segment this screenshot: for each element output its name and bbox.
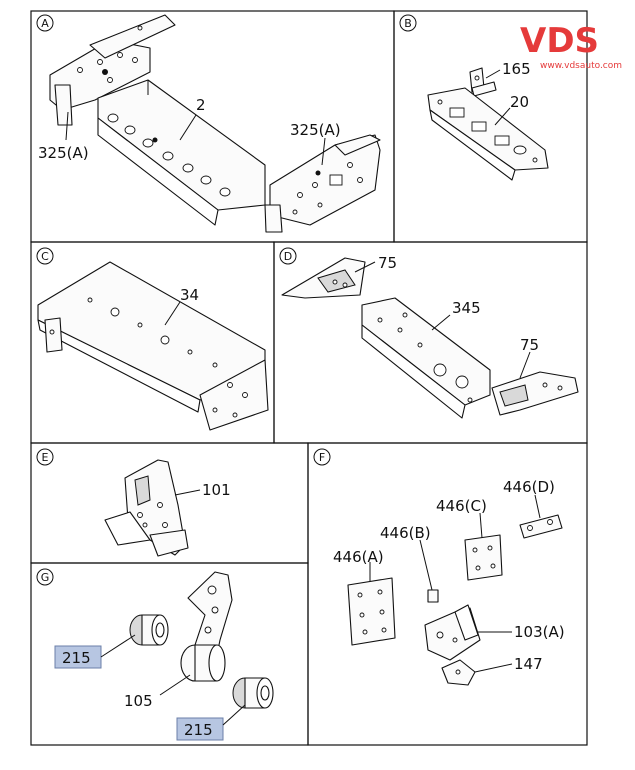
section-b: B 165 20 [399,14,549,181]
part-75-top-bracket[interactable] [281,257,366,299]
leader-75-bottom [519,351,531,379]
part-75-bottom-bracket[interactable] [491,371,579,416]
part-446d-plate[interactable] [519,514,563,539]
leader-215-bottom [222,704,246,726]
leader-147 [474,663,513,673]
highlight-box-215-bottom[interactable] [176,717,224,741]
section-f-letter: F [319,451,325,464]
vds-watermark-logo: VDS www.vdsauto.com [520,21,622,71]
section-b-marker [399,14,417,32]
leader-75-top [354,261,376,273]
part-34-cross-member[interactable] [37,261,269,431]
diagram-frames [30,10,588,746]
section-e: E 101 [36,448,231,557]
section-g: G 215 105 215 [36,568,274,741]
leader-446b [419,539,433,591]
section-a-marker [36,14,54,32]
leader-325a-left [65,111,69,141]
callout-325a-left: 325(A) [38,144,89,162]
callout-446a: 446(A) [333,548,384,566]
callout-20: 20 [510,93,529,111]
section-c-letter: C [41,250,49,263]
callout-101: 101 [202,481,231,499]
leader-345 [431,314,451,331]
section-d-marker [279,247,297,265]
callout-345: 345 [452,299,481,317]
part-105-arm-bracket[interactable] [187,571,233,669]
part-325a-right-bracket[interactable] [264,134,381,233]
section-g-letter: G [41,571,50,584]
leader-2 [179,114,197,141]
callout-325a-right: 325(A) [290,121,341,139]
callout-147: 147 [514,655,543,673]
callout-2: 2 [196,96,206,114]
callout-446c: 446(C) [436,497,487,515]
callout-103a: 103(A) [514,623,565,641]
callout-215-top: 215 [62,649,91,667]
section-a: A [36,14,381,233]
section-d: D 75 345 75 [279,247,579,419]
section-e-letter: E [42,451,49,464]
section-d-letter: D [284,250,292,263]
part-20-cross-member[interactable] [427,87,549,181]
part-103a-bracket[interactable] [424,604,481,661]
part-446a-plate[interactable] [347,577,396,646]
section-f-marker [313,448,331,466]
leader-446d [534,494,541,519]
part-345-cross-member[interactable] [361,297,491,419]
part-105-bushing-sleeve[interactable] [180,644,226,682]
leader-165 [485,69,501,79]
leader-325a-right [321,137,326,166]
section-c-marker [36,247,54,265]
callout-75-top: 75 [378,254,397,272]
leader-20 [494,107,511,126]
part-325a-left-bracket[interactable] [49,14,176,126]
part-165-bracket[interactable] [469,67,497,97]
part-147-bracket[interactable] [441,659,476,686]
callout-105: 105 [124,692,153,710]
leader-105 [159,674,191,696]
callout-34: 34 [180,286,199,304]
part-446c-plate[interactable] [464,534,503,581]
callout-75-bottom: 75 [520,336,539,354]
part-446b-plate[interactable] [427,589,439,603]
section-e-marker [36,448,54,466]
part-215-bushing-top[interactable] [129,614,169,646]
section-a-letter: A [41,17,49,30]
watermark-brand: VDS [520,21,599,61]
part-2-cross-member[interactable] [97,79,266,226]
leader-215-top [100,634,136,658]
leader-101 [174,489,201,496]
leader-446c [479,512,483,539]
leader-34 [164,301,181,326]
section-g-marker [36,568,54,586]
callout-446d: 446(D) [503,478,555,496]
callout-165: 165 [502,60,531,78]
watermark-url: www.vdsauto.com [540,61,622,71]
section-b-letter: B [404,17,412,30]
section-f: F [313,448,565,686]
callout-446b: 446(B) [380,524,431,542]
section-c: C 34 [36,247,269,431]
callout-215-bottom: 215 [184,721,213,739]
part-101-mount-bracket[interactable] [104,459,189,557]
part-215-bushing-bottom[interactable] [232,677,274,709]
